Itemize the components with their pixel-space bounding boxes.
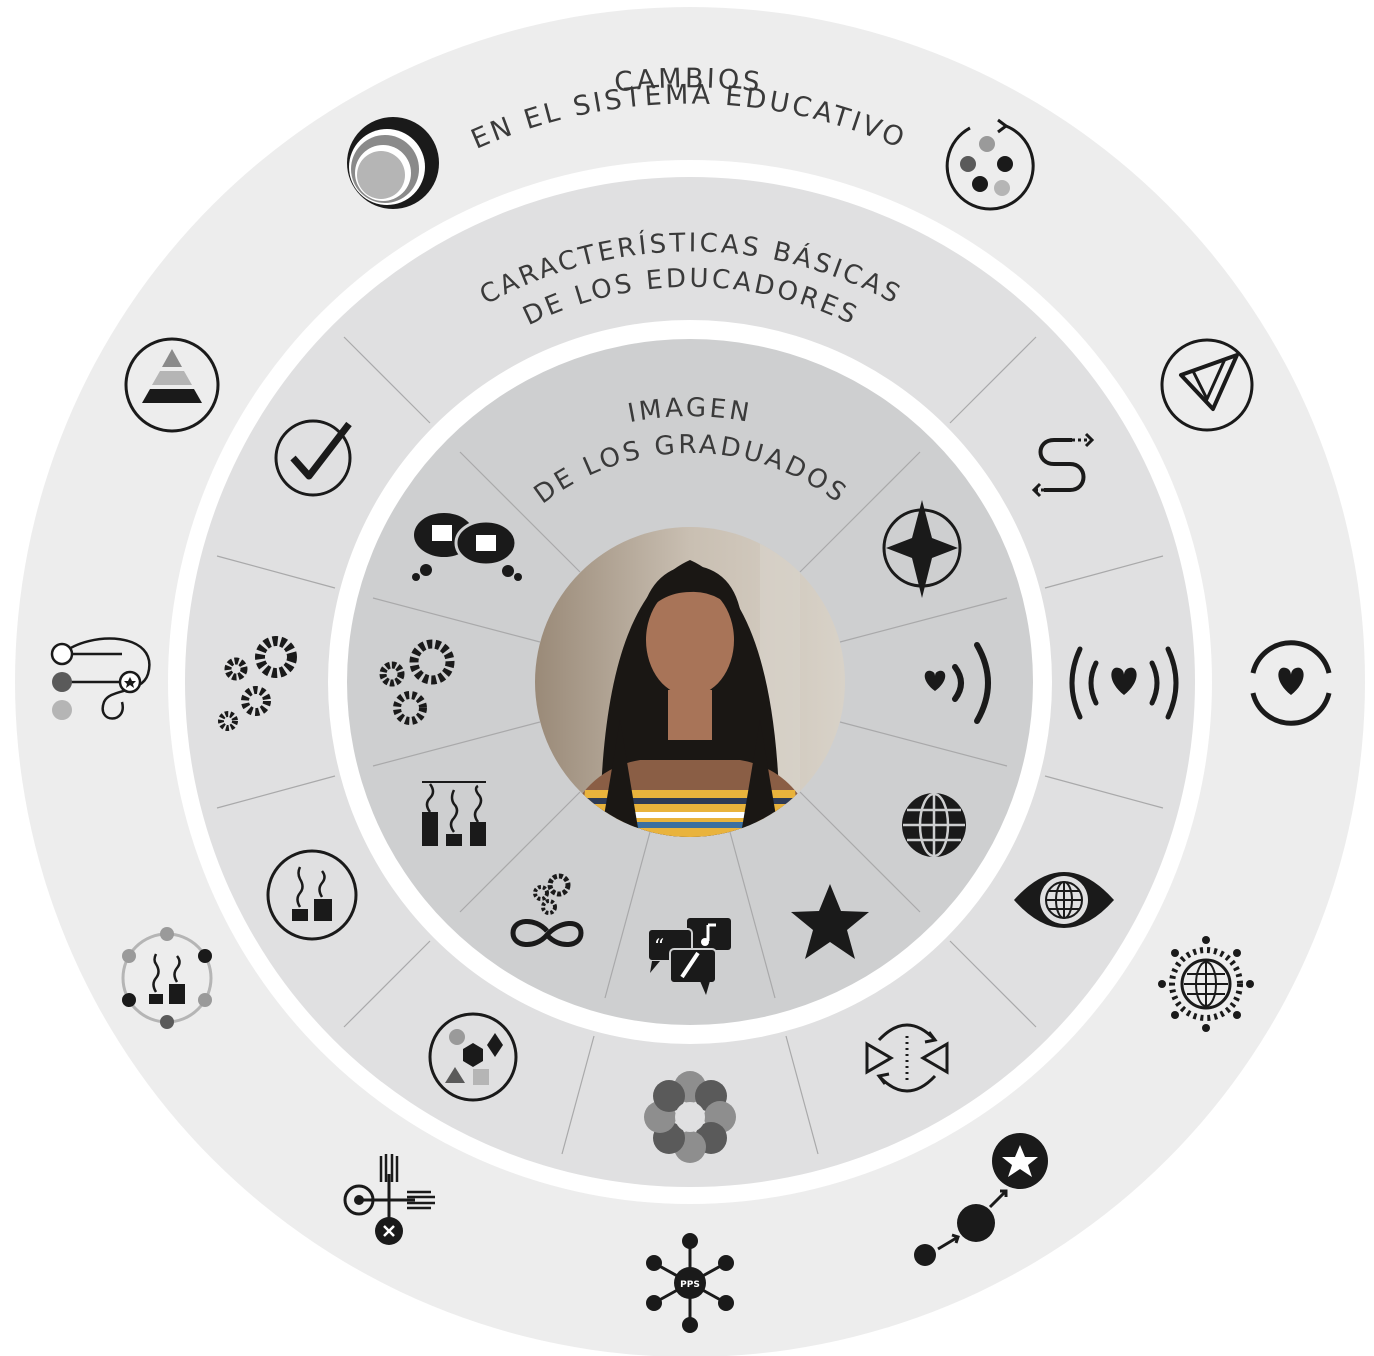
rotate-arrows-icon xyxy=(865,1023,949,1093)
puzzle-thought-icon xyxy=(412,513,522,581)
s-path-arrows-icon xyxy=(1031,432,1095,498)
globe-sun-icon xyxy=(1158,936,1254,1032)
gears-infinity-icon xyxy=(510,873,584,947)
compass-star-icon xyxy=(882,500,962,598)
paper-plane-icon xyxy=(1160,338,1254,432)
growth-cycle-icon xyxy=(121,927,213,1029)
star-icon xyxy=(791,884,869,959)
globe-eye-icon xyxy=(1014,872,1114,928)
gears-cluster-icon xyxy=(218,636,297,731)
growth-bars-icon xyxy=(422,781,486,846)
shuffle-dots-icon xyxy=(945,118,1035,211)
svg-text:“: “ xyxy=(654,934,664,958)
pps-network-icon: PPS xyxy=(646,1233,734,1333)
shapes-cycle-icon xyxy=(428,1012,518,1102)
heart-cycle-icon xyxy=(1250,640,1332,726)
star-path-icon xyxy=(914,1133,1048,1266)
globe-icon xyxy=(902,792,966,858)
growth-circle-icon xyxy=(266,849,358,941)
heart-signal-icon xyxy=(924,642,991,724)
middle-ring-dividers xyxy=(216,336,1164,1155)
flower-circles-icon xyxy=(644,1071,736,1163)
pyramid-icon xyxy=(124,337,220,433)
heart-broadcast-icon xyxy=(1069,646,1179,720)
inner-ring-dividers xyxy=(372,451,1008,999)
path-nodes-icon xyxy=(50,637,151,720)
intersection-x-icon xyxy=(343,1154,435,1245)
concentric-circles-icon xyxy=(347,117,439,209)
graduate-portrait xyxy=(535,527,845,837)
gears-icon xyxy=(379,639,455,725)
checkmark-icon xyxy=(274,419,352,497)
outer-ring-title-line1: CAMBIOS xyxy=(613,63,764,98)
speech-bubbles-icon: “ xyxy=(647,916,733,995)
svg-text:PPS: PPS xyxy=(680,1280,700,1290)
